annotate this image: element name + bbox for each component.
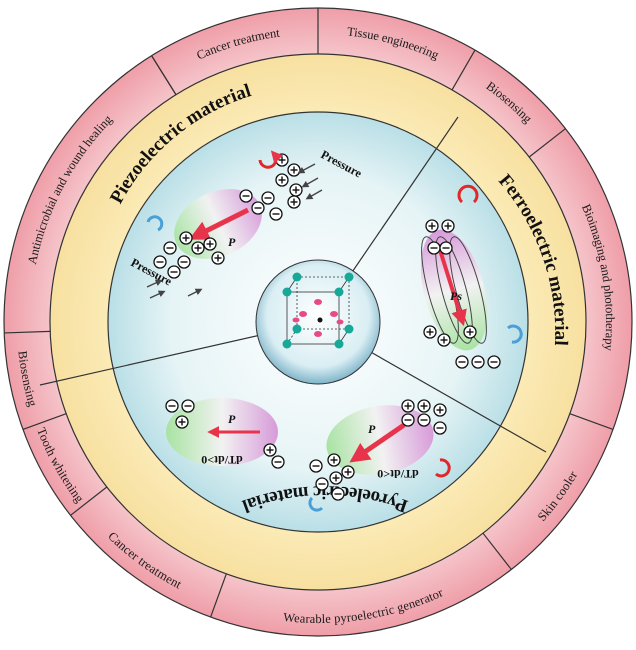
outer-divider <box>451 49 476 91</box>
plus-charge-icon <box>289 183 303 197</box>
plus-charge-icon <box>329 471 343 485</box>
outer-divider <box>569 413 614 430</box>
pressure-arrow-icon <box>146 163 323 299</box>
plus-charge-icon <box>423 325 437 339</box>
pyro-left-polarization-label: P <box>228 412 236 426</box>
minus-charge-icon <box>153 255 167 269</box>
rotation-arrow-icon <box>507 324 523 344</box>
pyro-charges <box>165 399 447 501</box>
rotation-arrow-icon <box>308 496 324 512</box>
rotation-arrow-icon <box>146 215 164 232</box>
plus-charge-icon <box>263 443 277 457</box>
pyro-left-condition: dT/dt>0 <box>201 453 243 467</box>
minus-charge-icon <box>167 265 181 279</box>
minus-charge-icon <box>433 421 447 435</box>
outer-divider <box>22 413 67 430</box>
rotation-arrow-icon <box>258 150 284 169</box>
rotation-arrow-icon <box>457 184 479 204</box>
minus-charge-icon <box>269 207 283 221</box>
outer-divider <box>528 128 566 158</box>
minus-charge-icon <box>439 241 453 255</box>
plus-charge-icon <box>203 237 217 251</box>
minus-charge-icon <box>315 477 329 491</box>
minus-charge-icon <box>331 487 345 501</box>
plus-charge-icon <box>175 415 189 429</box>
pyro-right-polarization-label: P <box>368 422 376 436</box>
minus-charge-icon <box>163 241 177 255</box>
pyroelectric-illustration: P dT/dt>0 P dT/dt<0 <box>165 398 451 512</box>
minus-charge-icon <box>487 355 501 369</box>
ferro-charges <box>423 219 501 369</box>
plus-charge-icon <box>191 241 205 255</box>
plus-charge-icon <box>417 399 431 413</box>
outer-divider <box>151 55 177 96</box>
plus-charge-icon <box>341 465 355 479</box>
minus-charge-icon <box>251 201 265 215</box>
plus-charge-icon <box>433 403 447 417</box>
piezo-polarization-label: P <box>228 235 236 249</box>
plus-charge-icon <box>463 325 477 339</box>
crystal-lattice-icon <box>255 259 381 385</box>
pyro-right-condition: dT/dt<0 <box>377 467 419 481</box>
minus-charge-icon <box>471 355 485 369</box>
piezo-charges <box>153 153 303 279</box>
plus-charge-icon <box>425 219 439 233</box>
rotation-arrow-icon <box>435 458 451 478</box>
minus-charge-icon <box>261 191 275 205</box>
minus-charge-icon <box>309 459 323 473</box>
outer-divider <box>482 532 512 570</box>
minus-charge-icon <box>177 255 191 269</box>
plus-charge-icon <box>179 231 193 245</box>
minus-charge-icon <box>271 455 285 469</box>
plus-charge-icon <box>287 163 301 177</box>
ferroelectric-illustration: Ps <box>420 184 523 369</box>
plus-charge-icon <box>437 333 451 347</box>
outer-divider <box>70 486 108 516</box>
plus-charge-icon <box>211 251 225 265</box>
plus-charge-icon <box>275 153 289 167</box>
minus-charge-icon <box>427 241 441 255</box>
minus-charge-icon <box>401 413 415 427</box>
minus-charge-icon <box>239 189 253 203</box>
plus-charge-icon <box>441 219 455 233</box>
minus-charge-icon <box>181 399 195 413</box>
minus-charge-icon <box>417 413 431 427</box>
outer-divider <box>210 573 227 618</box>
outer-ring-dividers <box>4 8 614 618</box>
plus-charge-icon <box>275 173 289 187</box>
plus-charge-icon <box>327 453 341 467</box>
plus-charge-icon <box>401 399 415 413</box>
minus-charge-icon <box>165 399 179 413</box>
plus-charge-icon <box>287 195 301 209</box>
minus-charge-icon <box>455 355 469 369</box>
outer-divider <box>4 330 51 334</box>
ferro-polarization-label: Ps <box>450 289 462 303</box>
